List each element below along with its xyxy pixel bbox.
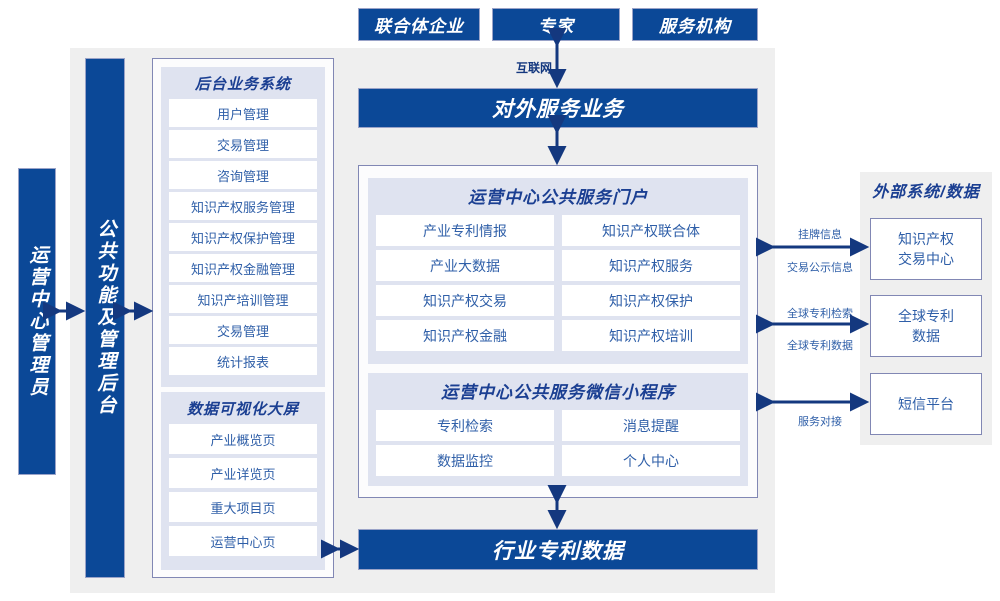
- external-system-label-line2: 交易中心: [898, 251, 954, 267]
- backend-item[interactable]: 知识产权金融管理: [169, 254, 317, 282]
- wechat-mini-program-group: 运营中心公共服务微信小程序 专利检索 消息提醒 数据监控 个人中心: [368, 373, 748, 486]
- external-systems-title: 外部系统/数据: [872, 184, 980, 201]
- external-service-business-label: 对外服务业务: [492, 98, 624, 121]
- portal-item[interactable]: 知识产权培训: [562, 320, 740, 351]
- portal-item[interactable]: 知识产权联合体: [562, 215, 740, 246]
- backend-item[interactable]: 用户管理: [169, 99, 317, 127]
- common-functions-label: 公共功能及管理后台: [94, 219, 116, 417]
- backend-business-system-title: 后台业务系统: [194, 76, 291, 93]
- external-system-box-global-patent-data[interactable]: 全球专利 数据: [870, 295, 982, 357]
- internet-connector-label: 互联网: [515, 61, 552, 75]
- public-service-portal-title: 运营中心公共服务门户: [468, 188, 648, 207]
- top-actor-label: 专家: [538, 17, 574, 36]
- top-actor-box-0[interactable]: 联合体企业: [358, 8, 480, 41]
- backend-item[interactable]: 咨询管理: [169, 161, 317, 189]
- backend-item[interactable]: 知识产权服务管理: [169, 192, 317, 220]
- portal-item[interactable]: 知识产权金融: [376, 320, 554, 351]
- operations-center-admin-bar[interactable]: 运营中心管理员: [18, 168, 56, 475]
- portal-item[interactable]: 产业专利情报: [376, 215, 554, 246]
- dataviz-item[interactable]: 重大项目页: [169, 492, 317, 522]
- industry-patent-data-label: 行业专利数据: [492, 539, 624, 563]
- external-system-label: 全球专利 数据: [898, 306, 954, 347]
- data-visualization-title: 数据可视化大屏: [186, 401, 299, 418]
- dataviz-item[interactable]: 产业详览页: [169, 458, 317, 488]
- industry-patent-data-bar[interactable]: 行业专利数据: [358, 529, 758, 570]
- external-system-label-line1: 知识产权: [898, 230, 954, 247]
- backend-business-system-group: 后台业务系统 用户管理 交易管理 咨询管理 知识产权服务管理 知识产权保护管理 …: [161, 67, 325, 387]
- backend-item[interactable]: 交易管理: [169, 316, 317, 344]
- top-actor-box-1[interactable]: 专家: [492, 8, 620, 41]
- public-service-portal-group: 运营中心公共服务门户 产业专利情报 知识产权联合体 产业大数据 知识产权服务 知…: [368, 178, 748, 364]
- mini-program-item[interactable]: 专利检索: [376, 410, 554, 441]
- common-functions-bar[interactable]: 公共功能及管理后台: [85, 58, 125, 578]
- backend-item[interactable]: 交易管理: [169, 130, 317, 158]
- external-system-label: 短信平台: [898, 395, 954, 412]
- backend-item[interactable]: 知识产权保护管理: [169, 223, 317, 251]
- connector-label-global-patent-data: 全球专利数据: [787, 340, 853, 352]
- top-actor-label: 服务机构: [659, 17, 731, 36]
- external-service-business-bar[interactable]: 对外服务业务: [358, 88, 758, 128]
- external-system-label-line1: 全球专利: [898, 307, 954, 324]
- connector-label-service-docking: 服务对接: [798, 416, 842, 428]
- dataviz-item[interactable]: 产业概览页: [169, 424, 317, 454]
- portal-item[interactable]: 知识产权服务: [562, 250, 740, 281]
- operations-center-admin-label: 运营中心管理员: [26, 244, 48, 399]
- mini-program-grid: 专利检索 消息提醒 数据监控 个人中心: [376, 410, 740, 476]
- connector-label-global-patent-search: 全球专利检索: [787, 308, 853, 320]
- external-system-label-line2: 数据: [912, 328, 940, 344]
- portal-item[interactable]: 知识产权交易: [376, 285, 554, 316]
- connector-label-trade-public-info: 交易公示信息: [787, 262, 853, 274]
- public-portal-grid: 产业专利情报 知识产权联合体 产业大数据 知识产权服务 知识产权交易 知识产权保…: [376, 215, 740, 351]
- top-actor-label: 联合体企业: [374, 17, 464, 36]
- external-system-box-sms-platform[interactable]: 短信平台: [870, 373, 982, 435]
- connector-label-listing-info: 挂牌信息: [798, 229, 842, 241]
- external-system-label: 知识产权 交易中心: [898, 229, 954, 270]
- dataviz-item[interactable]: 运营中心页: [169, 526, 317, 556]
- wechat-mini-program-title: 运营中心公共服务微信小程序: [441, 383, 675, 402]
- portal-item[interactable]: 知识产权保护: [562, 285, 740, 316]
- portal-item[interactable]: 产业大数据: [376, 250, 554, 281]
- external-system-box-ip-trading-center[interactable]: 知识产权 交易中心: [870, 218, 982, 280]
- mini-program-item[interactable]: 消息提醒: [562, 410, 740, 441]
- mini-program-item[interactable]: 个人中心: [562, 445, 740, 476]
- data-visualization-item-list: 产业概览页 产业详览页 重大项目页 运营中心页: [169, 424, 317, 556]
- top-actor-box-2[interactable]: 服务机构: [632, 8, 758, 41]
- data-visualization-group: 数据可视化大屏 产业概览页 产业详览页 重大项目页 运营中心页: [161, 392, 325, 570]
- backend-item-list: 用户管理 交易管理 咨询管理 知识产权服务管理 知识产权保护管理 知识产权金融管…: [169, 99, 317, 375]
- backend-item[interactable]: 统计报表: [169, 347, 317, 375]
- mini-program-item[interactable]: 数据监控: [376, 445, 554, 476]
- backend-item[interactable]: 知识产培训管理: [169, 285, 317, 313]
